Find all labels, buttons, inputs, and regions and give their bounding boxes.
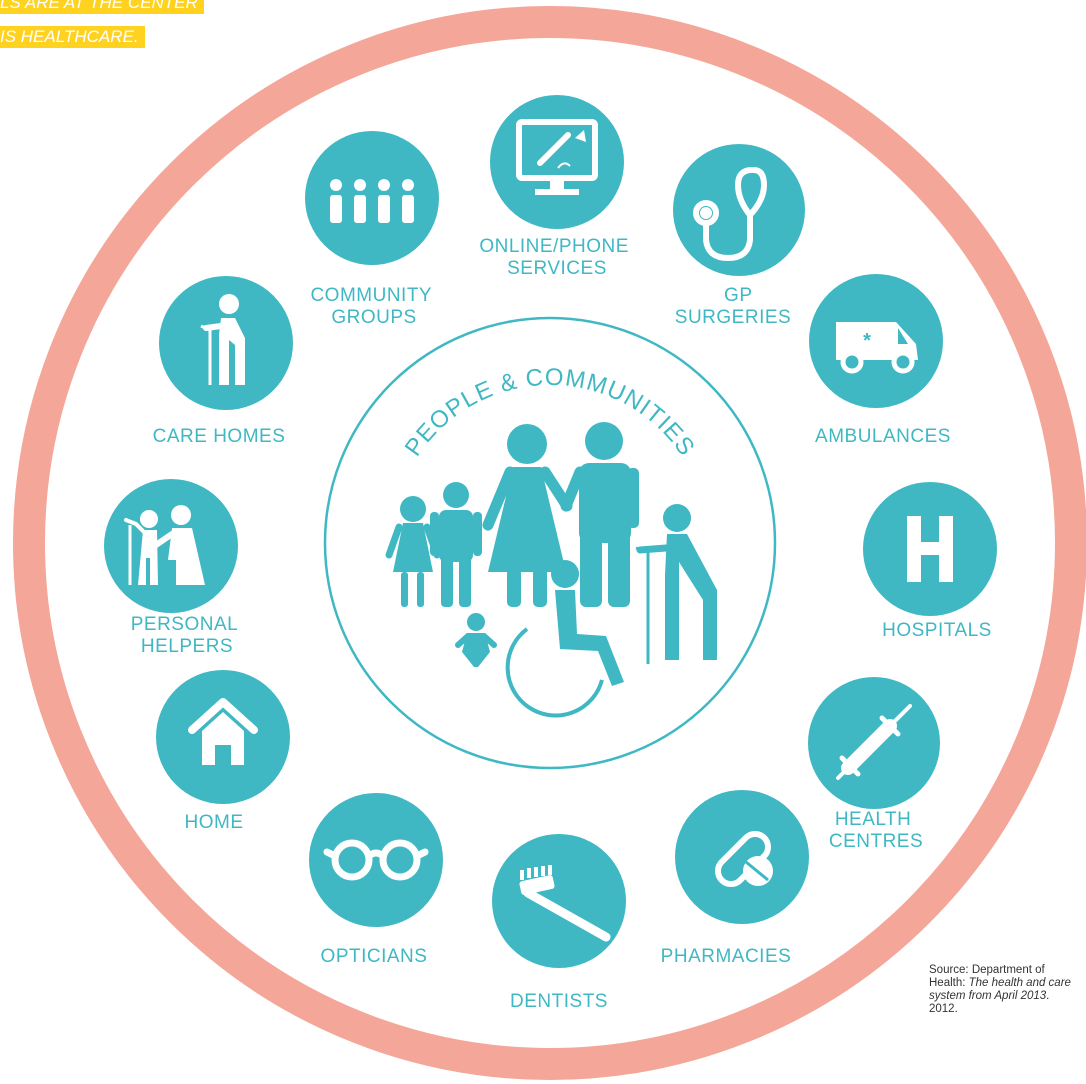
- label-ambulances: AMBULANCES: [815, 426, 951, 447]
- label-dentists: DENTISTS: [510, 991, 608, 1012]
- source-prefix: Source: Department of Health:: [929, 964, 1045, 989]
- center-title: PEOPLE & COMMUNITIES: [400, 364, 701, 461]
- source-title: The health and care system from April 20…: [929, 977, 1071, 1002]
- label-personal-helpers: PERSONAL HELPERS: [131, 614, 244, 657]
- house-icon: [188, 698, 258, 765]
- helpers-icon: [124, 505, 205, 585]
- headline-line-2: IS HEALTHCARE.: [0, 26, 145, 48]
- label-hospitals: HOSPITALS: [882, 620, 992, 641]
- elderly-person-icon: [200, 294, 245, 385]
- label-pharmacies: PHARMACIES: [661, 946, 792, 967]
- label-online-phone-services: ONLINE/PHONE SERVICES: [479, 236, 634, 279]
- label-community-groups: COMMUNITY GROUPS: [310, 285, 437, 328]
- label-opticians: OPTICIANS: [321, 946, 428, 967]
- ambulance-icon: *: [836, 322, 918, 374]
- pill-icon: [714, 830, 773, 888]
- label-home: HOME: [185, 812, 244, 833]
- toothbrush-icon: [519, 865, 611, 942]
- stethoscope-icon: [693, 167, 768, 262]
- label-care-homes: CARE HOMES: [153, 426, 286, 447]
- svg-text:*: *: [863, 330, 871, 352]
- source-citation: Source: Department of Health: The health…: [929, 964, 1079, 1016]
- community-groups-circle: [305, 131, 439, 265]
- glasses-icon: [323, 839, 429, 881]
- label-gp-surgeries: GP SURGERIES: [675, 285, 791, 328]
- pharmacies-circle: [675, 790, 809, 924]
- label-health-centres: HEALTH CENTRES: [829, 809, 923, 852]
- headline-line-1: LS ARE AT THE CENTER: [0, 0, 204, 14]
- dentists-circle: [492, 834, 626, 968]
- family-figures-icon: [385, 422, 717, 718]
- center-circle: [323, 316, 777, 770]
- syringe-icon: [836, 704, 912, 780]
- opticians-circle: [309, 793, 443, 927]
- online-phone-circle: [490, 95, 624, 229]
- outer-ring: [13, 6, 1086, 1080]
- people-group-icon: [330, 179, 414, 223]
- hospital-h-icon: [907, 516, 953, 582]
- source-suffix: . 2012.: [929, 990, 1050, 1015]
- monitor-icon: [516, 119, 598, 195]
